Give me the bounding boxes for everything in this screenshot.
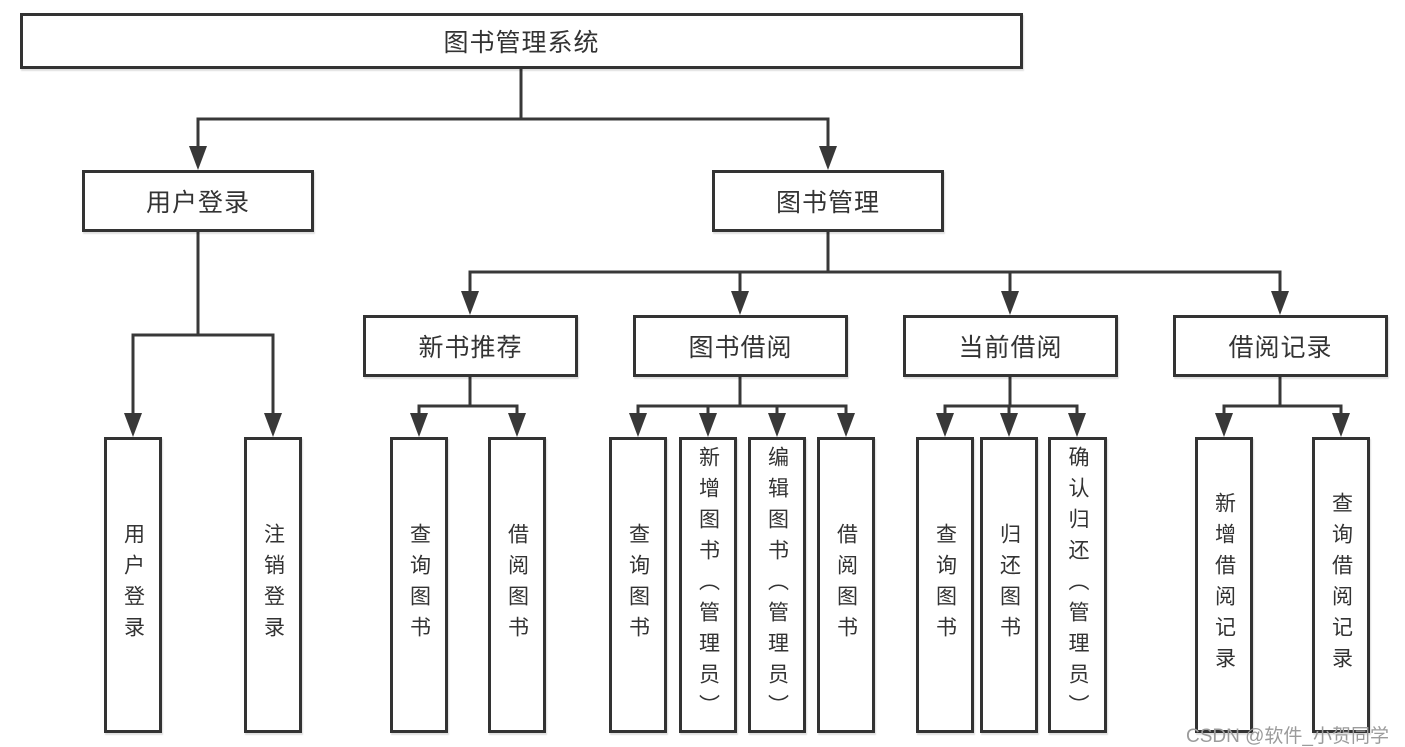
- connector-borrowing-records-children: [1215, 377, 1350, 437]
- node-label-leaf-logout: 注销登录: [261, 523, 285, 647]
- node-label-root: 图书管理系统: [443, 29, 600, 57]
- connector-current-borrowing-children: [936, 377, 1086, 437]
- connector-user-login-children: [124, 232, 282, 437]
- node-leaf-user-login: 用户登录: [104, 437, 162, 733]
- node-leaf-confirm-return: 确认归还（管理员）: [1048, 437, 1107, 733]
- node-current-borrowing: 当前借阅: [903, 315, 1118, 377]
- node-label-leaf-borrow-books-1: 借阅图书: [505, 523, 529, 647]
- node-book-management: 图书管理: [712, 170, 944, 232]
- node-leaf-logout: 注销登录: [244, 437, 302, 733]
- node-leaf-add-books: 新增图书（管理员）: [679, 437, 737, 733]
- connector-new-book-recommend-children: [410, 377, 526, 437]
- node-leaf-return-books: 归还图书: [980, 437, 1038, 733]
- node-label-leaf-query-books-3: 查询图书: [933, 523, 957, 647]
- node-label-leaf-add-books: 新增图书（管理员）: [696, 445, 720, 725]
- node-leaf-edit-books: 编辑图书（管理员）: [748, 437, 806, 733]
- node-label-leaf-return-books: 归还图书: [997, 523, 1021, 647]
- connector-book-management-children: [461, 232, 1289, 315]
- node-label-leaf-query-books-1: 查询图书: [407, 523, 431, 647]
- node-borrowing-records: 借阅记录: [1173, 315, 1388, 377]
- node-label-leaf-edit-books: 编辑图书（管理员）: [765, 445, 789, 725]
- node-label-leaf-query-record: 查询借阅记录: [1329, 492, 1353, 678]
- node-label-leaf-query-books-2: 查询图书: [626, 523, 650, 647]
- node-user-login: 用户登录: [82, 170, 314, 232]
- node-leaf-borrow-books-1: 借阅图书: [488, 437, 546, 733]
- node-label-borrowing-records: 借阅记录: [1228, 334, 1333, 362]
- node-leaf-query-books-1: 查询图书: [390, 437, 448, 733]
- node-leaf-add-record: 新增借阅记录: [1195, 437, 1253, 733]
- node-leaf-borrow-books-2: 借阅图书: [817, 437, 875, 733]
- node-label-leaf-user-login: 用户登录: [121, 523, 145, 647]
- node-new-book-recommend: 新书推荐: [363, 315, 578, 377]
- node-label-leaf-borrow-books-2: 借阅图书: [834, 523, 858, 647]
- node-label-current-borrowing: 当前借阅: [958, 334, 1063, 362]
- node-leaf-query-books-3: 查询图书: [916, 437, 974, 733]
- node-leaf-query-books-2: 查询图书: [609, 437, 667, 733]
- node-book-borrowing: 图书借阅: [633, 315, 848, 377]
- watermark: CSDN @软件_小贺同学: [1186, 726, 1389, 747]
- node-root: 图书管理系统: [20, 13, 1023, 69]
- connector-root-to-level2: [189, 69, 837, 170]
- node-label-book-borrowing: 图书借阅: [688, 334, 793, 362]
- node-label-leaf-confirm-return: 确认归还（管理员）: [1066, 445, 1089, 725]
- node-leaf-query-record: 查询借阅记录: [1312, 437, 1370, 733]
- node-label-new-book-recommend: 新书推荐: [418, 334, 523, 362]
- node-label-book-management: 图书管理: [775, 189, 880, 217]
- connector-book-borrowing-children: [629, 377, 855, 437]
- node-label-leaf-add-record: 新增借阅记录: [1212, 492, 1236, 678]
- node-label-user-login: 用户登录: [145, 189, 250, 217]
